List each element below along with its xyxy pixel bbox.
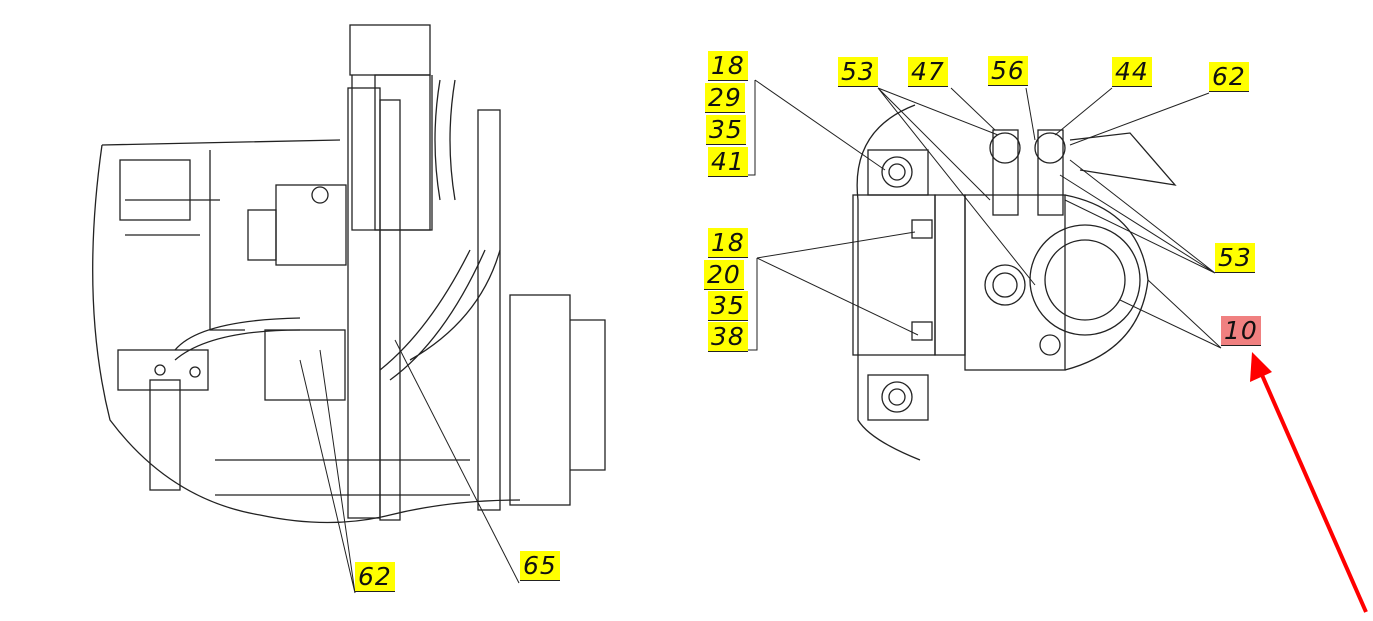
callout-10-highlighted[interactable]: 10	[1221, 316, 1261, 346]
callout-62-right[interactable]: 62	[1209, 62, 1249, 92]
callout-65[interactable]: 65	[520, 551, 560, 581]
left-engine-view	[92, 24, 606, 524]
callout-20[interactable]: 20	[704, 260, 744, 290]
red-arrow	[1250, 352, 1368, 613]
callout-53-right[interactable]: 53	[1215, 243, 1255, 273]
right-pump-view	[852, 104, 1177, 461]
callout-29[interactable]: 29	[705, 83, 745, 113]
right-leader-lines	[708, 79, 1222, 351]
callout-35-bottom[interactable]: 35	[708, 291, 748, 321]
left-leader-lines	[299, 339, 520, 594]
callout-47[interactable]: 47	[908, 57, 948, 87]
callout-62-left[interactable]: 62	[355, 562, 395, 592]
callout-41[interactable]: 41	[708, 147, 748, 177]
callout-53-top[interactable]: 53	[838, 57, 878, 87]
callout-18-top[interactable]: 18	[708, 51, 748, 81]
callout-56[interactable]: 56	[988, 56, 1028, 86]
callout-44[interactable]: 44	[1112, 57, 1152, 87]
callout-18-bottom[interactable]: 18	[708, 228, 748, 258]
callout-35-top[interactable]: 35	[706, 115, 746, 145]
callout-38[interactable]: 38	[708, 322, 748, 352]
